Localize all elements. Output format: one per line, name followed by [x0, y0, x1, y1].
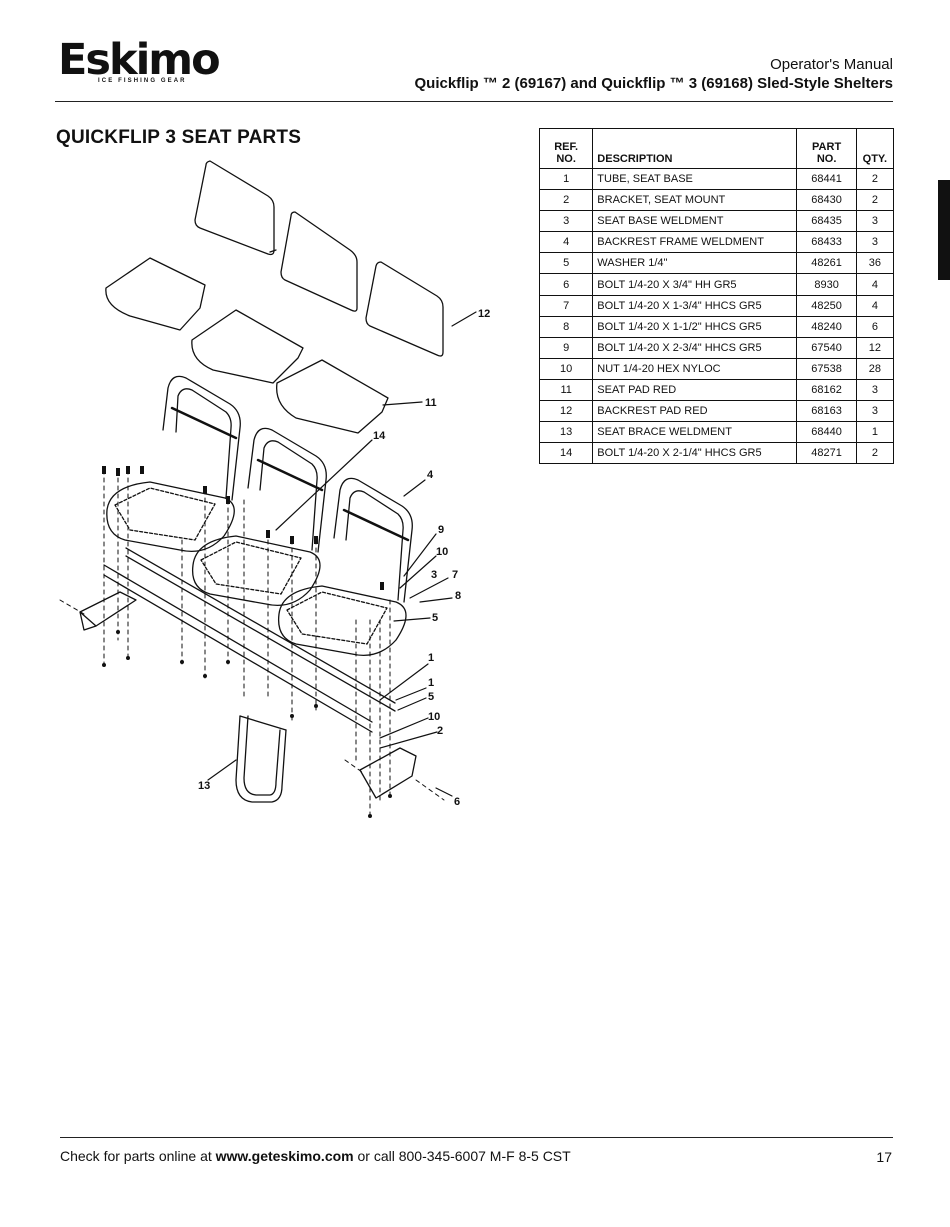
backrest-pad	[365, 261, 444, 357]
cell-qty: 28	[855, 357, 895, 380]
assembly-guide-lines	[59, 469, 445, 821]
cell-description: WASHER 1/4"	[592, 252, 798, 275]
eskimo-logo: Eskimo ICE FISHING GEAR	[58, 35, 221, 85]
footer-divider	[60, 1137, 893, 1138]
page-edge-tab	[938, 180, 950, 280]
cell-part-no: 48271	[796, 442, 857, 465]
callout-labels: 12 11 14 4 9 10 3 7 8 5 1 1 5 10 2 13 6	[198, 308, 490, 808]
website-link[interactable]: www.geteskimo.com	[215, 1148, 354, 1164]
col-description-header: DESCRIPTION	[592, 128, 798, 169]
callout-8: 8	[455, 590, 461, 602]
hardware-fasteners	[102, 466, 392, 818]
cell-ref: 10	[538, 357, 594, 380]
callout-4: 4	[427, 469, 434, 481]
cell-qty: 3	[855, 400, 895, 423]
cell-description: BOLT 1/4-20 X 2-1/4" HHCS GR5	[592, 442, 798, 465]
cell-description: TUBE, SEAT BASE	[592, 167, 798, 191]
seat-mount-bracket	[359, 747, 417, 799]
footer-suffix: or call 800-345-6007 M-F 8-5 CST	[353, 1148, 571, 1164]
cell-part-no: 68435	[796, 210, 857, 233]
logo-tagline: ICE FISHING GEAR	[98, 78, 187, 84]
part-header-line1: PART	[812, 141, 842, 153]
backrest-pad	[280, 211, 358, 312]
cell-description: BOLT 1/4-20 X 1-3/4" HHCS GR5	[592, 294, 798, 317]
cell-ref: 13	[538, 421, 594, 444]
cell-qty: 2	[855, 442, 895, 465]
callout-9: 9	[438, 524, 444, 536]
callout-1b: 1	[428, 677, 434, 689]
manual-label: Operator's Manual	[770, 56, 893, 73]
seat-frame	[277, 477, 413, 657]
product-title: Quickflip ™ 2 (69167) and Quickflip ™ 3 …	[414, 75, 894, 92]
cell-part-no: 68433	[796, 231, 857, 254]
callout-13: 13	[198, 780, 210, 792]
callout-6: 6	[454, 796, 460, 808]
seat-pad	[275, 359, 389, 434]
ref-header-line1: REF.	[554, 141, 579, 153]
callout-3: 3	[431, 569, 437, 581]
seat-pad	[105, 257, 206, 331]
cell-ref: 14	[538, 442, 594, 465]
backrest-pad	[194, 160, 277, 256]
cell-part-no: 68162	[796, 378, 857, 402]
part-header-line2: NO.	[816, 153, 837, 165]
callout-7: 7	[452, 569, 458, 581]
callout-10b: 10	[428, 711, 440, 723]
seat-base-tube	[103, 564, 373, 733]
callout-14: 14	[373, 430, 386, 442]
callout-2: 2	[437, 725, 443, 737]
header-right: Operator's Manual Quickflip ™ 2 (69167) …	[415, 56, 894, 94]
seat-base-tube	[125, 547, 396, 712]
cell-description: BOLT 1/4-20 X 1-1/2" HHCS GR5	[592, 315, 798, 338]
cell-part-no: 67538	[796, 357, 857, 380]
callout-5b: 5	[428, 691, 434, 703]
seat-mount-bracket	[79, 591, 137, 631]
callout-10: 10	[436, 546, 448, 558]
cell-part-no: 48261	[796, 252, 857, 275]
section-title: QUICKFLIP 3 SEAT PARTS	[56, 127, 302, 148]
callout-5: 5	[432, 612, 438, 624]
seat-brace-weldment	[235, 715, 287, 803]
cell-part-no: 68163	[796, 400, 857, 423]
callout-1a: 1	[428, 652, 434, 664]
ref-header-line2: NO.	[556, 153, 576, 165]
callout-leaders	[207, 311, 477, 797]
page-number: 17	[876, 1149, 892, 1165]
footer-contact: Check for parts online at www.geteskimo.…	[60, 1148, 571, 1164]
header-divider	[55, 101, 893, 102]
cell-part-no: 68430	[796, 189, 857, 212]
seat-frame	[106, 375, 241, 553]
cell-ref: 8	[538, 315, 594, 338]
seat-frame	[191, 427, 327, 607]
logo-wordmark: Eskimo	[58, 35, 221, 85]
cell-part-no: 8930	[796, 273, 857, 296]
callout-11: 11	[425, 397, 437, 409]
footer-prefix: Check for parts online at	[60, 1148, 216, 1164]
cell-description: BRACKET, SEAT MOUNT	[592, 189, 798, 212]
seat-pad	[191, 309, 304, 384]
callout-12: 12	[478, 308, 490, 320]
